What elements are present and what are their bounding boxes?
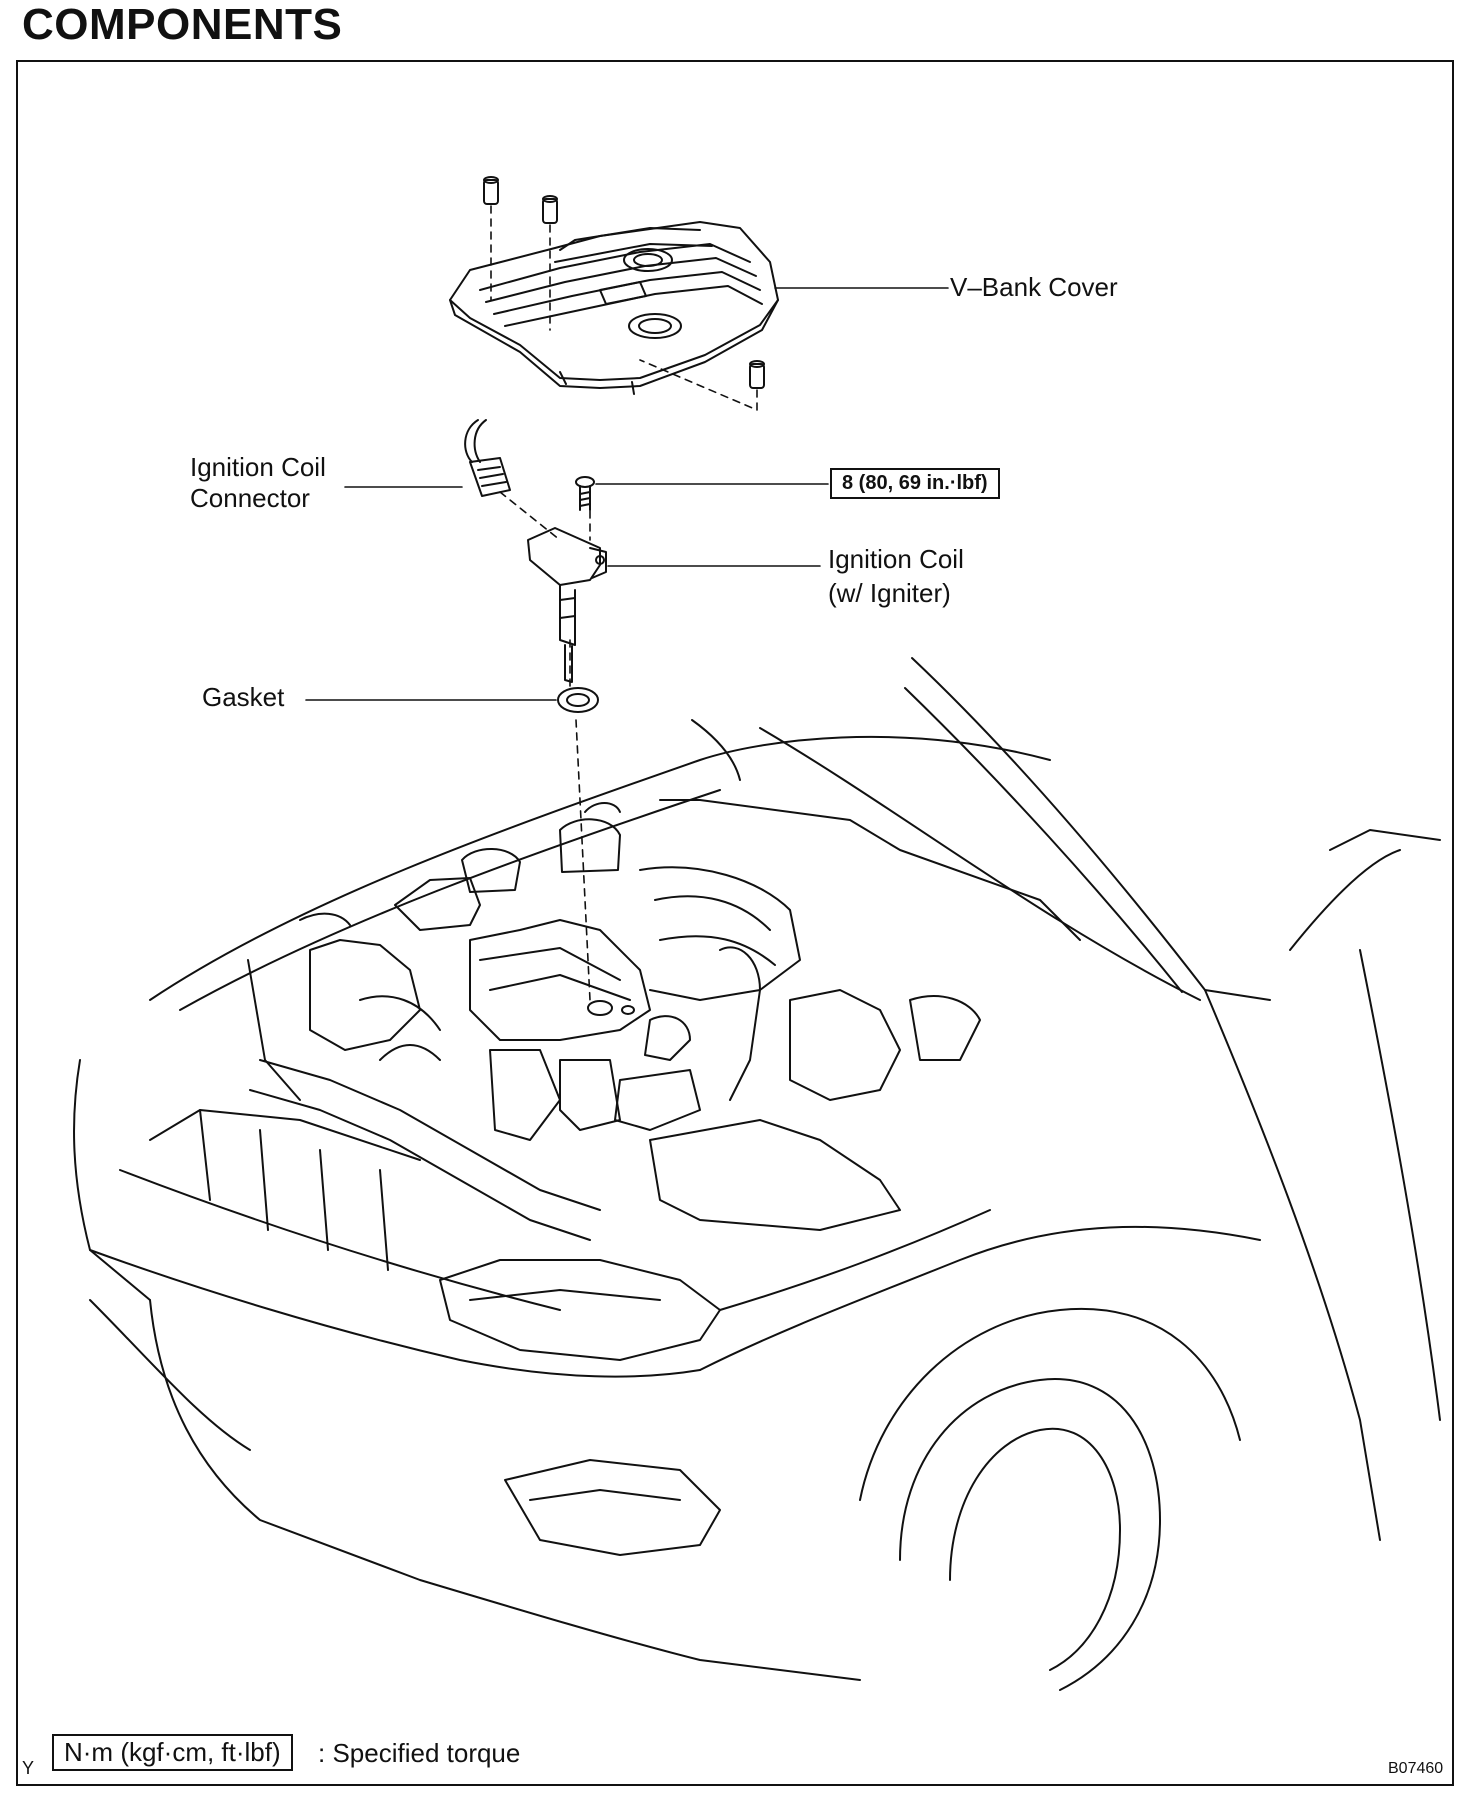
torque-legend-description: : Specified torque — [318, 1738, 521, 1768]
torque-unit-legend-box: N·m (kgf·cm, ft·lbf) — [52, 1734, 293, 1771]
dashed-assembly-lines — [490, 205, 758, 1001]
diagram-frame — [16, 60, 1454, 1786]
page-title: COMPONENTS — [22, 0, 343, 49]
coil-connector-illustration — [464, 419, 511, 497]
ignition-coil-label-line1: Ignition Coil — [828, 544, 964, 574]
vbank-cover-label: V–Bank Cover — [950, 272, 1118, 302]
gasket-illustration — [557, 687, 599, 713]
gasket-label: Gasket — [202, 682, 285, 712]
corner-mark: Y — [22, 1758, 35, 1778]
ignition-coil-illustration — [527, 527, 607, 683]
coil-connector-label-line1: Ignition Coil — [190, 452, 326, 482]
bolt-torque-spec: 8 (80, 69 in.·lbf) — [830, 468, 1000, 499]
coil-connector-label-line2: Connector — [190, 483, 310, 513]
ignition-coil-label-line2: (w/ Igniter) — [828, 578, 951, 608]
vbank-cover-illustration — [449, 221, 779, 395]
figure-code: B07460 — [1388, 1760, 1444, 1777]
cover-grommets — [483, 176, 765, 389]
coil-bolt-illustration — [575, 476, 595, 511]
leader-lines — [305, 287, 949, 701]
vehicle-front-illustration — [73, 657, 1441, 1691]
